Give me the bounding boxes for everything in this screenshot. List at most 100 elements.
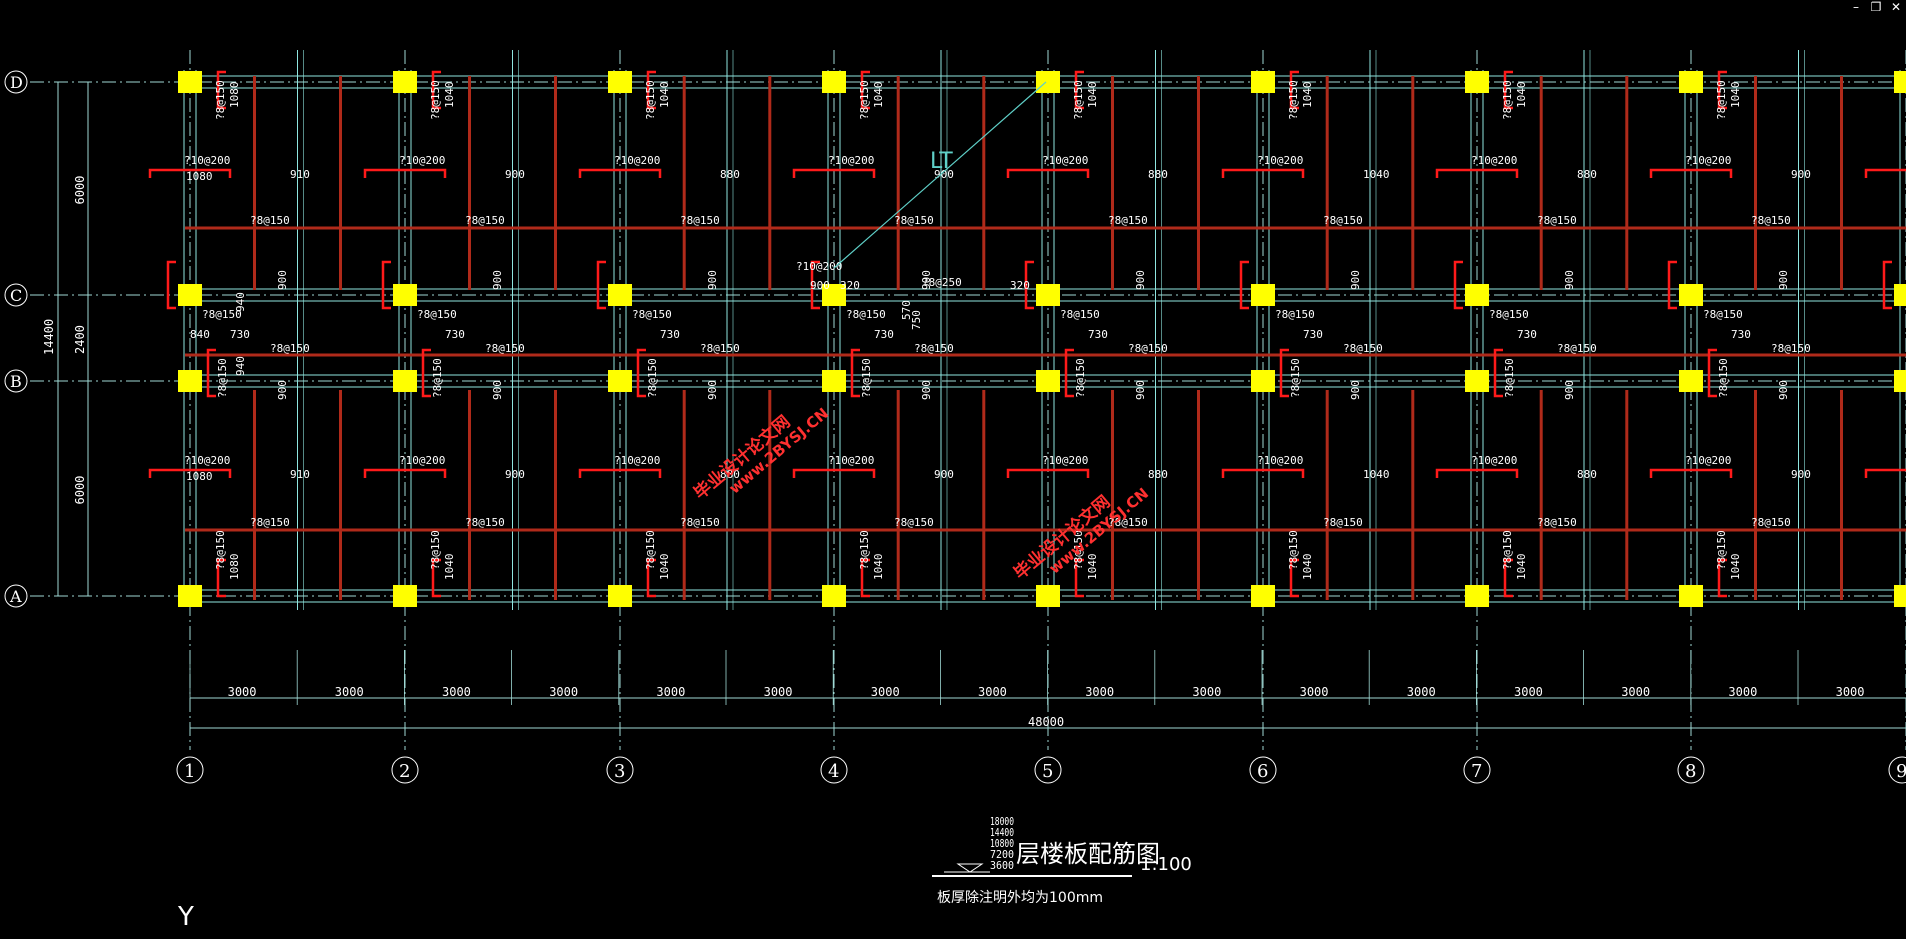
rebar-length: 1080 [186,470,213,483]
rebar-length-lower: 900 [1563,380,1576,400]
dim-text-bay: 3000 [1300,685,1329,699]
support-rebar-hook [646,558,656,598]
rebar-label-horizontal: ?8@150 [1537,516,1577,529]
rebar-length-bottom: 1040 [1301,554,1314,581]
axis-label-A: A [9,587,22,606]
rebar-label-horizontal: ?8@150 [465,214,505,227]
rebar-length-940: 940 [234,356,247,376]
rebar-label-bottom: ?8@150 [1287,530,1300,570]
rebar-label-horizontal: ?8@150 [1108,516,1148,529]
rebar-label-bottom: ?8@150 [1072,530,1085,570]
rebar-label-horizontal: ?8@150 [1323,214,1363,227]
support-rebar-hook [1074,70,1084,110]
axis-label-D: D [10,73,23,92]
column-D6 [1251,71,1275,93]
elevation-3: 10800 [990,837,1014,850]
rebar-label-lower: ?8@150 [1289,358,1302,398]
support-rebar-hook [1717,70,1727,110]
rebar-label-slab: ?10@200 [614,454,660,467]
column-C1 [178,284,202,306]
rebar-length: 1080 [186,170,213,183]
minimize-button[interactable]: – [1853,0,1859,14]
column-A7 [1465,585,1489,607]
rebar-length: 1040 [1363,468,1390,481]
column-B7 [1465,370,1489,392]
elevation-4: 7200 [990,848,1014,861]
rebar-length: 880 [1148,468,1168,481]
rebar-length-lower: 900 [1349,380,1362,400]
support-rebar-hook [1006,168,1090,178]
elevation-2: 14400 [990,826,1014,839]
rebar-label-corridor-horizontal: ?8@150 [1771,342,1811,355]
support-rebar-hook [1239,260,1249,310]
rebar-label-top: ?8@150 [1715,80,1728,120]
restore-button[interactable]: ❐ [1870,0,1882,14]
column-C6 [1251,284,1275,306]
elevation-1: 18000 [990,815,1014,828]
rebar-length-top: 1040 [443,82,456,109]
support-rebar-hook [792,168,876,178]
column-C5 [1036,284,1060,306]
columns [178,71,1906,607]
axis-label-9: 9 [1896,761,1906,782]
rebar-label-slab: ?10@200 [828,154,874,167]
rebar-label-slab: ?10@200 [1471,454,1517,467]
column-D4 [822,71,846,93]
elevation-marker-icon [956,863,984,873]
rebar-length-corridor: 900 [706,270,719,290]
support-rebar-hook [216,558,226,598]
rebar-label-horizontal: ?8@150 [680,214,720,227]
rebar-label-slab: ?10@200 [1685,154,1731,167]
rebar-length-730: 730 [660,328,680,341]
support-rebar-hook [578,168,662,178]
watermark-1: 毕业设计论文网 www.2BYSJ.CN [690,404,832,504]
column-A9 [1894,585,1906,607]
support-rebar-hook [166,260,176,310]
support-rebar-hook [421,348,431,398]
rebar-label-slab: ?10@200 [1471,154,1517,167]
drawing-scale: 1:100 [1140,854,1192,875]
rebar-label-slab: ?10@200 [1042,154,1088,167]
rebar-label-top: ?8@150 [1287,80,1300,120]
column-B3 [608,370,632,392]
support-rebar-hook [148,168,232,178]
rebar-length: 900 [505,468,525,481]
column-D1 [178,71,202,93]
support-rebar-hook [596,260,606,310]
watermark-2: 毕业设计论文网 www.2BYSJ.CN [1010,484,1152,584]
rebar-label-top: ?8@150 [214,80,227,120]
rebar-label-slab: ?10@200 [184,454,230,467]
rebar-label-corridor: ?8@150 [1060,308,1100,321]
axis-label-7: 7 [1471,761,1482,782]
rebar-length-bottom: 1040 [1086,554,1099,581]
svg-text:Y: Y [177,902,194,932]
axis-bubble-A [4,584,28,608]
axis-label-8: 8 [1685,761,1696,782]
rebar-label-horizontal: ?8@150 [1323,516,1363,529]
rebar-labels: ?8@150 1080 ?8@150 1080 ?10@200 ?10@200 ?8@150… [184,80,1811,580]
rebar-length-corridor: 900 [491,270,504,290]
rebar-length-bottom: 1040 [872,554,885,581]
rebar-length-corridor: 900 [1777,270,1790,290]
rebar-label-slab: ?10@200 [399,154,445,167]
elevation-5: 3600 [990,859,1014,872]
axis-bubble-C [4,283,28,307]
rebar-length-lower: 900 [706,380,719,400]
rebar-label-corridor: ?8@150 [1703,308,1743,321]
support-rebar-hook [1435,168,1519,178]
rebar-label-lower: ?8@150 [860,358,873,398]
rebar-label-corridor: ?8@150 [632,308,672,321]
rebar-label-slab: ?10@200 [1042,454,1088,467]
rebar-length: 880 [720,168,740,181]
rebar-label-top: ?8@150 [429,80,442,120]
rebar-label-top: ?8@150 [1501,80,1514,120]
close-button[interactable]: ✕ [1890,0,1902,14]
rebar-length: 900 [1791,468,1811,481]
axis-label-6: 6 [1257,761,1268,782]
support-rebar-hook [1221,468,1305,478]
column-D2 [393,71,417,93]
slab-note: 板厚除注明外均为100mm [937,890,1103,906]
rebar-label-lower: ?8@150 [431,358,444,398]
axis-bubble-4 [820,756,848,784]
